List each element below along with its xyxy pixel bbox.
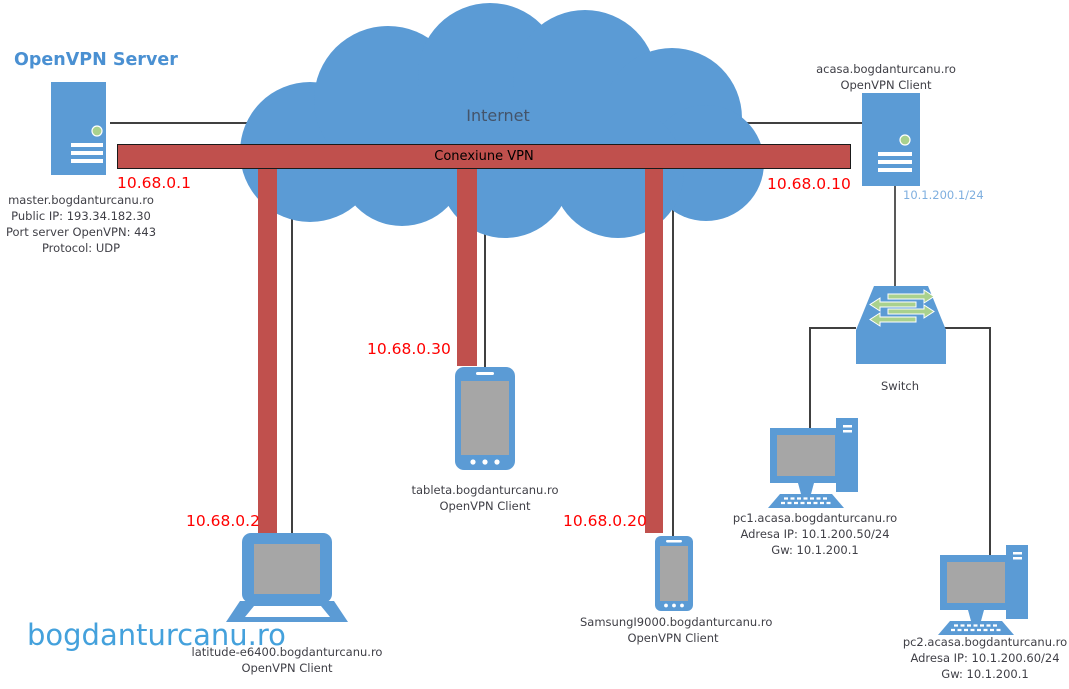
pc2-hostname: pc2.acasa.bogdanturcanu.ro: [902, 635, 1068, 649]
switch-arrows-icon: [869, 289, 935, 327]
switch-to-pc2-line: [944, 327, 991, 557]
phone-hostname: SamsungI9000.bogdanturcanu.ro: [580, 615, 773, 629]
pc2-icon: [938, 545, 1028, 635]
acasa-lan-ip: 10.1.200.1/24: [903, 188, 984, 202]
vpn-bar-label: Conexiune VPN: [434, 149, 534, 164]
acasa-hostname: acasa.bogdanturcanu.ro: [816, 62, 956, 76]
switch-to-pc1-line: [809, 327, 856, 430]
laptop-role: OpenVPN Client: [241, 661, 333, 675]
vpn-tunnel-bars: [258, 168, 663, 533]
pc1-label-block: pc1.acasa.bogdanturcanu.ro Adresa IP: 10…: [730, 510, 900, 558]
vpn-ip-master: 10.68.0.1: [117, 174, 191, 192]
tablet-role: OpenVPN Client: [439, 499, 531, 513]
pc1-gw: Gw: 10.1.200.1: [771, 543, 859, 557]
tablet-hostname: tableta.bogdanturcanu.ro: [411, 483, 559, 497]
cloud-label: Internet: [466, 106, 530, 125]
vpn-connection-bar: Conexiune VPN: [117, 144, 851, 169]
vpn-bar-phone: [645, 168, 663, 533]
laptop-icon: [226, 533, 348, 622]
vpn-bar-tablet: [457, 168, 477, 366]
pc2-label-block: pc2.acasa.bogdanturcanu.ro Adresa IP: 10…: [900, 634, 1069, 682]
switch-label: Switch: [880, 379, 920, 393]
acasa-role: OpenVPN Client: [840, 78, 932, 92]
vpn-ip-tablet: 10.68.0.30: [367, 340, 451, 358]
pc1-ip: Adresa IP: 10.1.200.50/24: [740, 527, 890, 541]
phone-role: OpenVPN Client: [627, 631, 719, 645]
master-port: Port server OpenVPN: 443: [5, 225, 157, 239]
master-label-block: master.bogdanturcanu.ro Public IP: 193.3…: [2, 192, 160, 256]
tablet-label-block: tableta.bogdanturcanu.ro OpenVPN Client: [400, 482, 570, 514]
pc1-hostname: pc1.acasa.bogdanturcanu.ro: [732, 511, 898, 525]
master-public-ip: Public IP: 193.34.182.30: [11, 209, 151, 223]
phone-icon: [655, 536, 693, 611]
pc2-gw: Gw: 10.1.200.1: [941, 667, 1029, 681]
tablet-icon: [455, 367, 515, 470]
page-title: OpenVPN Server: [14, 50, 178, 70]
server-master-icon: [51, 82, 106, 175]
pc1-icon: [768, 418, 858, 508]
vpn-bar-laptop: [258, 168, 277, 533]
watermark-text: bogdanturcanu.ro: [27, 618, 286, 652]
vpn-ip-acasa: 10.68.0.10: [767, 175, 851, 193]
vpn-ip-laptop: 10.68.0.2: [186, 512, 260, 530]
acasa-label-block: acasa.bogdanturcanu.ro OpenVPN Client: [806, 61, 966, 93]
laptop-label-block: latitude-e6400.bogdanturcanu.ro OpenVPN …: [189, 644, 385, 676]
laptop-hostname: latitude-e6400.bogdanturcanu.ro: [191, 645, 383, 659]
pc2-ip: Adresa IP: 10.1.200.60/24: [910, 651, 1060, 665]
phone-label-block: SamsungI9000.bogdanturcanu.ro OpenVPN Cl…: [580, 614, 773, 646]
switch-icon: [856, 286, 946, 364]
master-hostname: master.bogdanturcanu.ro: [8, 193, 154, 207]
vpn-ip-phone: 10.68.0.20: [563, 512, 647, 530]
master-protocol: Protocol: UDP: [41, 241, 121, 255]
server-acasa-icon: [862, 93, 920, 186]
